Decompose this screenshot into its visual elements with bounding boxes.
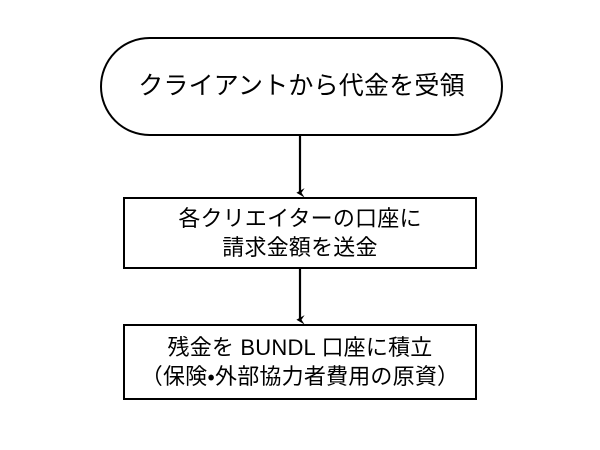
node-receive-payment-label: クライアントから代金を受領 bbox=[138, 72, 465, 100]
node-reserve-to-bundl[interactable]: 残金を BUNDL 口座に積立 （保険・外部協力者費用の原資） bbox=[123, 324, 477, 400]
node-receive-payment[interactable]: クライアントから代金を受領 bbox=[100, 37, 503, 136]
node-transfer-to-creators-label: 各クリエイターの口座に 請求金額を送金 bbox=[178, 205, 422, 260]
node-transfer-to-creators[interactable]: 各クリエイターの口座に 請求金額を送金 bbox=[123, 197, 477, 269]
node-reserve-to-bundl-label: 残金を BUNDL 口座に積立 （保険・外部協力者費用の原資） bbox=[140, 334, 460, 389]
